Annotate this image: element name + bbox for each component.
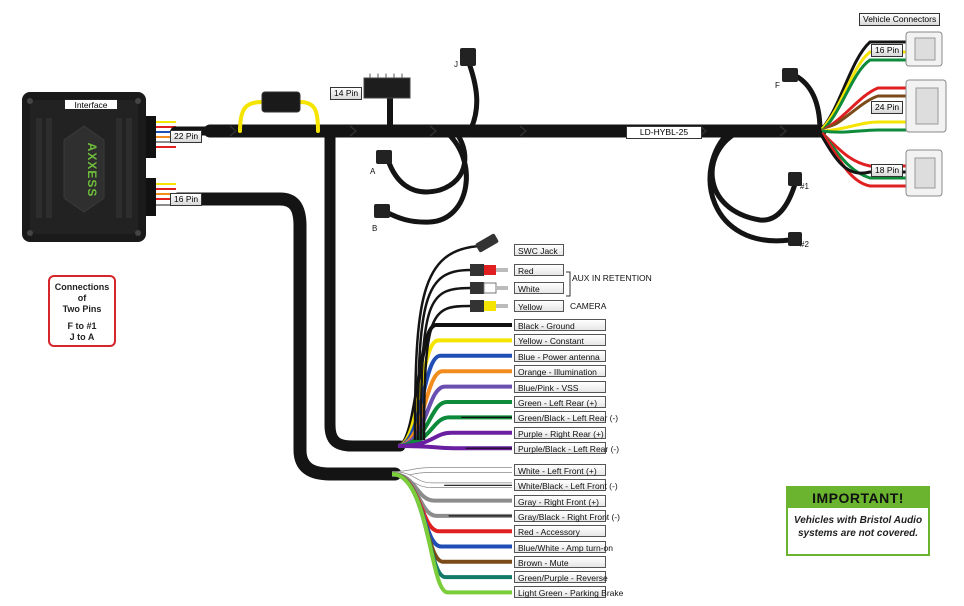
- group1-wire-label-1: Yellow - Constant: [514, 334, 606, 347]
- harness-part-number: LD-HYBL-25: [626, 126, 702, 139]
- group1-wire-label-8: Purple/Black - Left Rear (-): [514, 442, 619, 455]
- important-line-1: Vehicles with Bristol Audio: [793, 515, 923, 526]
- important-notice: IMPORTANT! Vehicles with Bristol Audio s…: [786, 486, 930, 556]
- group2-wire-label-7: Green/Purple - Reverse: [514, 571, 608, 584]
- interface-logo: AXXESS: [85, 143, 99, 198]
- group2-wire-label-5: Blue/White - Amp turn-on: [514, 540, 613, 553]
- important-body: Vehicles with Bristol Audio systems are …: [788, 508, 928, 540]
- connections-title-2: Two Pins: [62, 304, 102, 314]
- interface-module: [22, 92, 146, 242]
- connections-line-1: F to #1: [67, 321, 97, 331]
- connector-a-letter: A: [370, 167, 376, 176]
- cable-wrap-marks: [229, 125, 788, 137]
- rca-yellow-label: Yellow: [514, 300, 564, 312]
- group2-wire-8: [391, 472, 512, 595]
- important-heading: IMPORTANT!: [788, 488, 928, 508]
- important-line-2: systems are not covered.: [797, 528, 919, 539]
- label-16-pin-vehicle: 16 Pin: [871, 44, 904, 57]
- connector-b-letter: B: [372, 224, 378, 233]
- group2-wire-0: [391, 468, 512, 476]
- group2-wire-label-2: Gray - Right Front (+): [514, 494, 606, 507]
- connections-title-1: Connections of: [54, 282, 110, 303]
- connector-2-label: #2: [800, 240, 809, 249]
- group1-wire-label-4: Blue/Pink - VSS: [514, 380, 606, 393]
- rca-swc-label: SWC Jack: [514, 244, 564, 256]
- group2-wire-label-0: White - Left Front (+): [514, 464, 606, 476]
- group2-wire-label-8: Light Green - Parking Brake: [514, 586, 623, 599]
- group2-wire-label-3: Gray/Black - Right Front (-): [514, 509, 620, 522]
- group1-wire-label-6: Green/Black - Left Rear (-): [514, 411, 618, 424]
- wire-layer: [391, 323, 512, 595]
- vehicle-connectors-title: Vehicle Connectors: [859, 13, 941, 26]
- label-24-pin: 24 Pin: [871, 101, 904, 114]
- aux-note: AUX IN RETENTION: [572, 273, 652, 283]
- group1-wire-label-3: Orange - Illumination: [514, 365, 606, 378]
- connector-f-letter: F: [775, 81, 780, 90]
- label-16-pin-interface: 16 Pin: [170, 193, 203, 206]
- group1-wire-label-5: Green - Left Rear (+): [514, 396, 606, 408]
- group1-wire-label-0: Black - Ground: [514, 319, 606, 331]
- label-14-pin: 14 Pin: [330, 87, 363, 100]
- group1-wire-label-7: Purple - Right Rear (+): [514, 426, 606, 439]
- group2-wire-3: [391, 472, 512, 518]
- connector-1-label: #1: [800, 182, 809, 191]
- rca-white-label: White: [514, 282, 564, 294]
- camera-note: CAMERA: [570, 301, 607, 311]
- connections-note: Connections of Two Pins F to #1 J to A: [48, 275, 116, 347]
- group2-wire-label-6: Brown - Mute: [514, 555, 606, 568]
- label-22-pin: 22 Pin: [170, 130, 203, 143]
- connector-j-letter: J: [454, 60, 458, 69]
- down-cables: [171, 125, 406, 481]
- label-18-pin: 18 Pin: [871, 164, 904, 177]
- group2-wire-label-4: Red - Accessory: [514, 525, 606, 538]
- interface-22pin-plug: [146, 116, 176, 158]
- vehicle-connector-shells: [905, 31, 947, 197]
- rca-red-label: Red: [514, 264, 564, 276]
- connections-line-2: J to A: [69, 332, 95, 342]
- rca-plugs: [413, 233, 571, 441]
- group2-wire-label-1: White/Black - Left Front (-): [514, 479, 618, 492]
- main-trunk-cable: [170, 48, 827, 246]
- interface-title: Interface: [64, 99, 118, 110]
- group1-wire-label-2: Blue - Power antenna: [514, 349, 606, 362]
- group1-wire-8: [397, 444, 512, 451]
